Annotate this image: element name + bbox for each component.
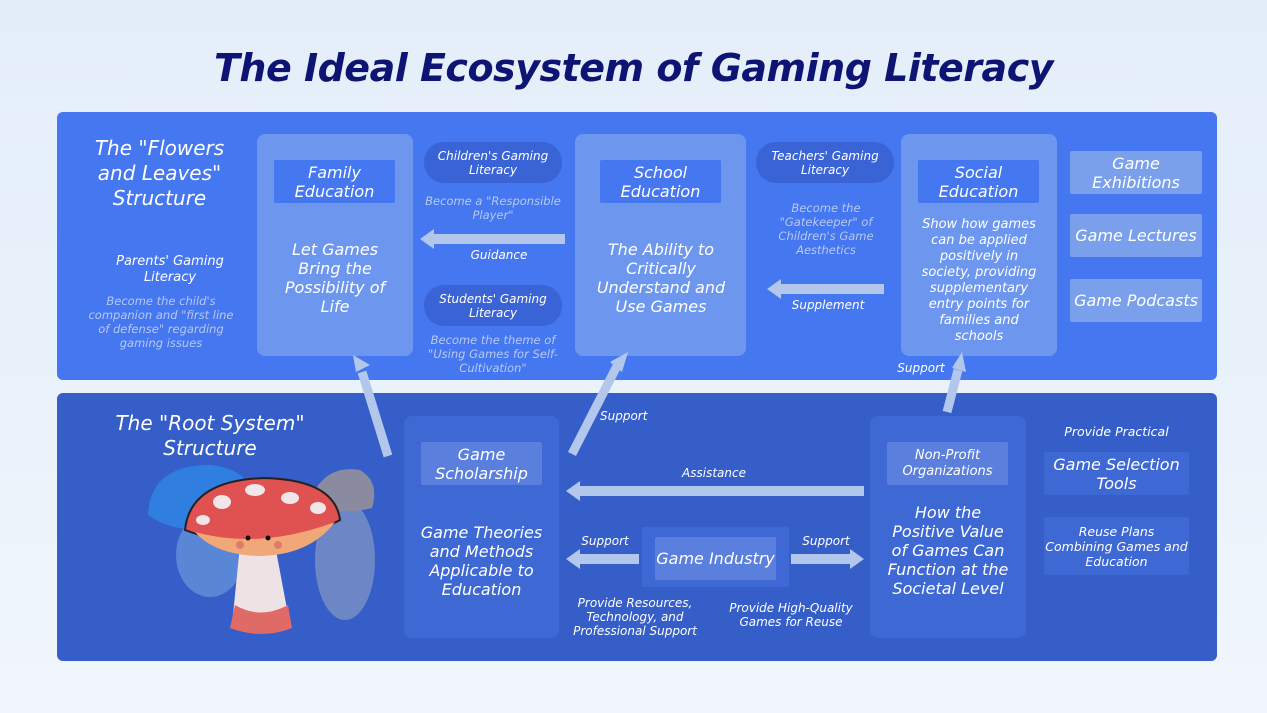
family-education-label: Family Education: [274, 160, 395, 203]
family-education-body: Let Games Bring the Possibility of Life: [284, 240, 386, 316]
flowers-leaves-heading: The "Flowers and Leaves" Structure: [94, 136, 225, 210]
children-literacy-pill: Children's Gaming Literacy: [424, 142, 562, 183]
mushroom-mascot-illustration: [148, 465, 375, 634]
supplement-label: Supplement: [791, 298, 865, 312]
support-social-label: Support: [897, 361, 945, 375]
game-podcasts-box: Game Podcasts: [1070, 279, 1202, 322]
game-scholarship-body: Game Theories and Methods Applicable to …: [420, 523, 543, 599]
game-exhibitions-box: Game Exhibitions: [1070, 151, 1202, 194]
parents-literacy-title: Parents' Gaming Literacy: [116, 254, 224, 285]
social-education-label: Social Education: [918, 160, 1039, 203]
children-literacy-desc: Become a "Responsible Player": [425, 194, 561, 222]
support-right-label: Support: [802, 534, 850, 548]
support-up-label: Support: [600, 409, 648, 423]
school-education-label: School Education: [600, 160, 721, 203]
school-education-body: The Ability to Critically Understand and…: [596, 240, 726, 316]
non-profit-label: Non-Profit Organizations: [887, 442, 1008, 485]
game-scholarship-label: Game Scholarship: [421, 442, 542, 485]
game-industry-label: Game Industry: [655, 537, 776, 580]
industry-left-desc: Provide Resources, Technology, and Profe…: [573, 596, 697, 638]
page-title: The Ideal Ecosystem of Gaming Literacy: [213, 46, 1054, 90]
game-lectures-box: Game Lectures: [1070, 214, 1202, 257]
root-system-heading: The "Root System" Structure: [115, 411, 305, 460]
social-education-body: Show how games can be applied positively…: [921, 217, 1037, 344]
non-profit-body: How the Positive Value of Games Can Func…: [887, 503, 1009, 598]
students-literacy-desc: Become the theme of "Using Games for Sel…: [427, 333, 559, 375]
practical-heading: Provide Practical: [1064, 424, 1169, 439]
parents-literacy-desc: Become the child's companion and "first …: [88, 294, 234, 350]
support-left-label: Support: [581, 534, 629, 548]
assistance-label: Assistance: [682, 466, 746, 480]
guidance-label: Guidance: [470, 248, 528, 262]
industry-right-desc: Provide High-Quality Games for Reuse: [729, 601, 853, 629]
reuse-plans-box: Reuse Plans Combining Games and Educatio…: [1044, 517, 1189, 575]
students-literacy-pill: Students' Gaming Literacy: [424, 285, 562, 326]
teachers-literacy-desc: Become the "Gatekeeper" of Children's Ga…: [778, 201, 874, 257]
teachers-literacy-pill: Teachers' Gaming Literacy: [756, 142, 894, 183]
game-selection-tools-box: Game Selection Tools: [1044, 452, 1189, 495]
